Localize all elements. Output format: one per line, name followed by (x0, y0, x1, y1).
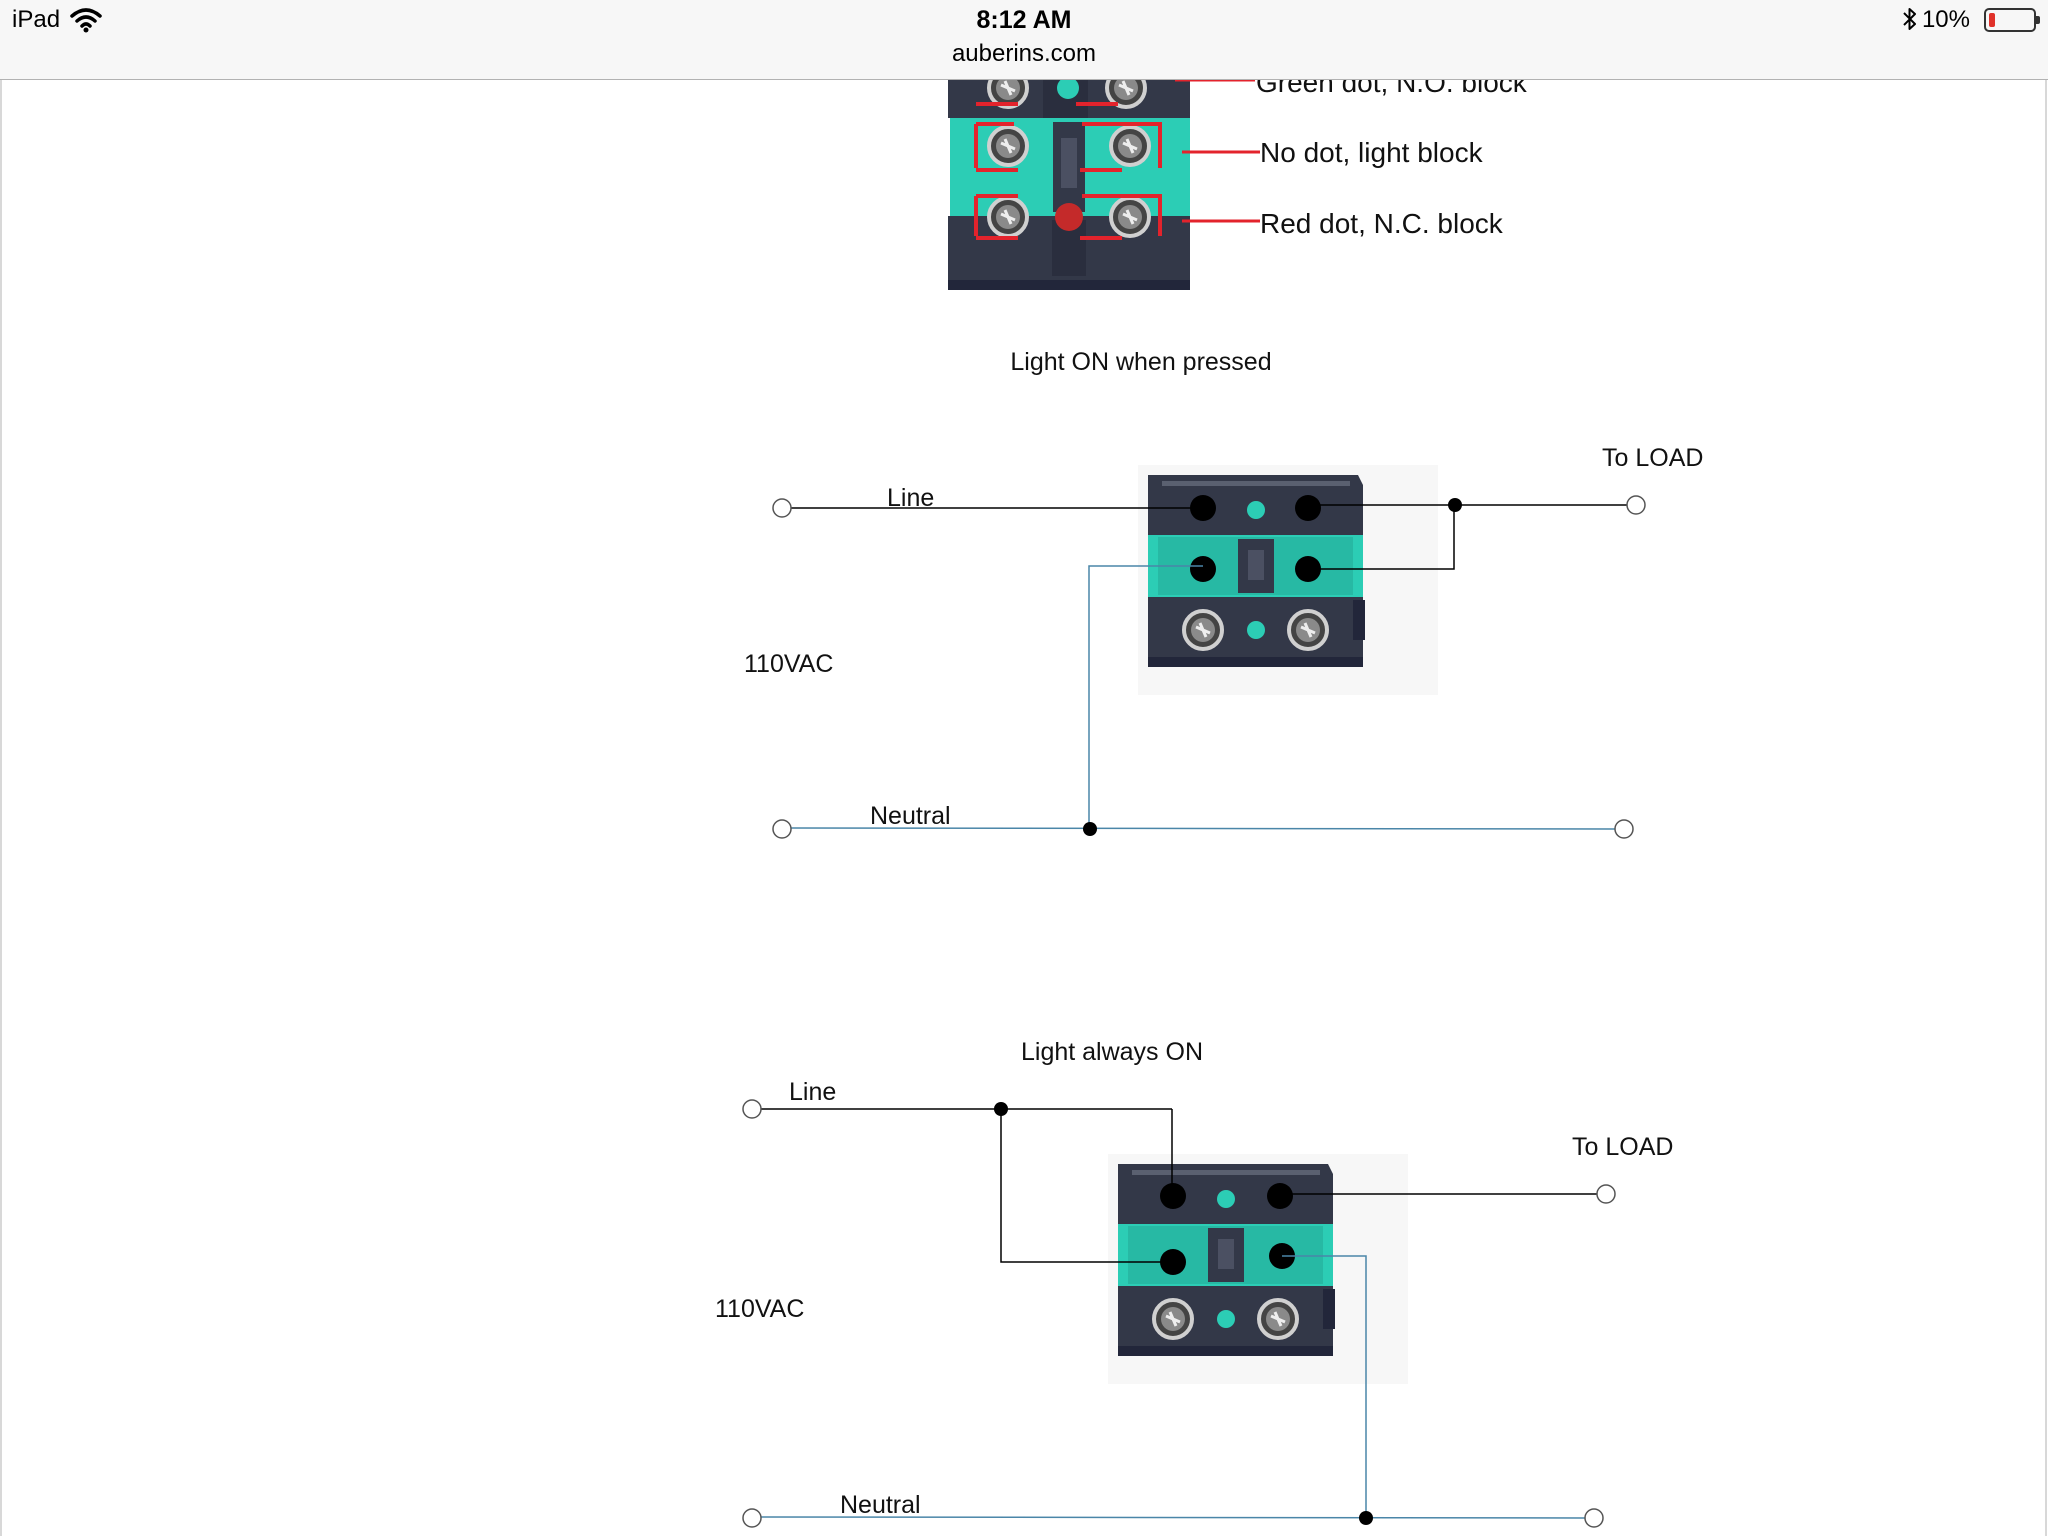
diagram1-line-label: Line (887, 484, 934, 512)
bluetooth-icon (1902, 6, 1918, 37)
neutral-terminal (742, 1508, 762, 1528)
junction-dot (1083, 822, 1097, 836)
contact-block-legend: Green dot, N.O. block (948, 80, 1528, 290)
load-terminal (1626, 495, 1646, 515)
legend-green-label: Green dot, N.O. block (1256, 80, 1528, 98)
diagram1-title: Light ON when pressed (1010, 348, 1271, 376)
diagram-light-always-on: Light always ON Line 110VAC Neutral To L… (715, 1038, 1673, 1528)
line-terminal (742, 1099, 762, 1119)
diagram2-neutral-label: Neutral (840, 1491, 921, 1519)
wifi-icon (70, 6, 102, 39)
diagram2-title: Light always ON (1021, 1038, 1203, 1066)
page-left-border (0, 80, 2, 1536)
legend-red-label: Red dot, N.C. block (1260, 208, 1504, 239)
battery-icon (1984, 8, 2040, 32)
switch-block-2 (1108, 1154, 1408, 1384)
neutral-terminal (772, 819, 792, 839)
device-label: iPad (12, 6, 61, 33)
junction-dot (1359, 1511, 1373, 1525)
terminal-dot (1267, 1183, 1293, 1209)
clock: 8:12 AM (976, 6, 1072, 34)
address-url[interactable]: auberins.com (951, 40, 1097, 67)
page-right-border (2045, 80, 2047, 1536)
diagram2-voltage-label: 110VAC (715, 1295, 804, 1323)
status-bar: iPad 8:12 AM auberins.com 10% (0, 0, 2048, 80)
battery-percent: 10% (1921, 6, 1970, 33)
legend-light-label: No dot, light block (1260, 137, 1484, 168)
terminal-dot (1190, 556, 1216, 582)
wiring-diagram-page: Green dot, N.O. block No dot, light bloc… (715, 80, 1703, 1528)
diagram1-load-label: To LOAD (1602, 444, 1703, 472)
diagram-light-on-when-pressed: Light ON when pressed Line 110VAC Neutra… (744, 348, 1703, 839)
junction-dot (1448, 498, 1462, 512)
diagram1-neutral-label: Neutral (870, 802, 951, 830)
terminal-dot (1295, 495, 1321, 521)
switch-block-1 (1138, 465, 1438, 695)
diagram2-line-label: Line (789, 1078, 836, 1106)
diagram2-load-label: To LOAD (1572, 1133, 1673, 1161)
load-terminal (1596, 1184, 1616, 1204)
junction-dot (994, 1102, 1008, 1116)
terminal-dot (1160, 1183, 1186, 1209)
neutral-load-terminal (1584, 1508, 1604, 1528)
diagram1-voltage-label: 110VAC (744, 650, 833, 678)
neutral-load-terminal (1614, 819, 1634, 839)
line-terminal (772, 498, 792, 518)
